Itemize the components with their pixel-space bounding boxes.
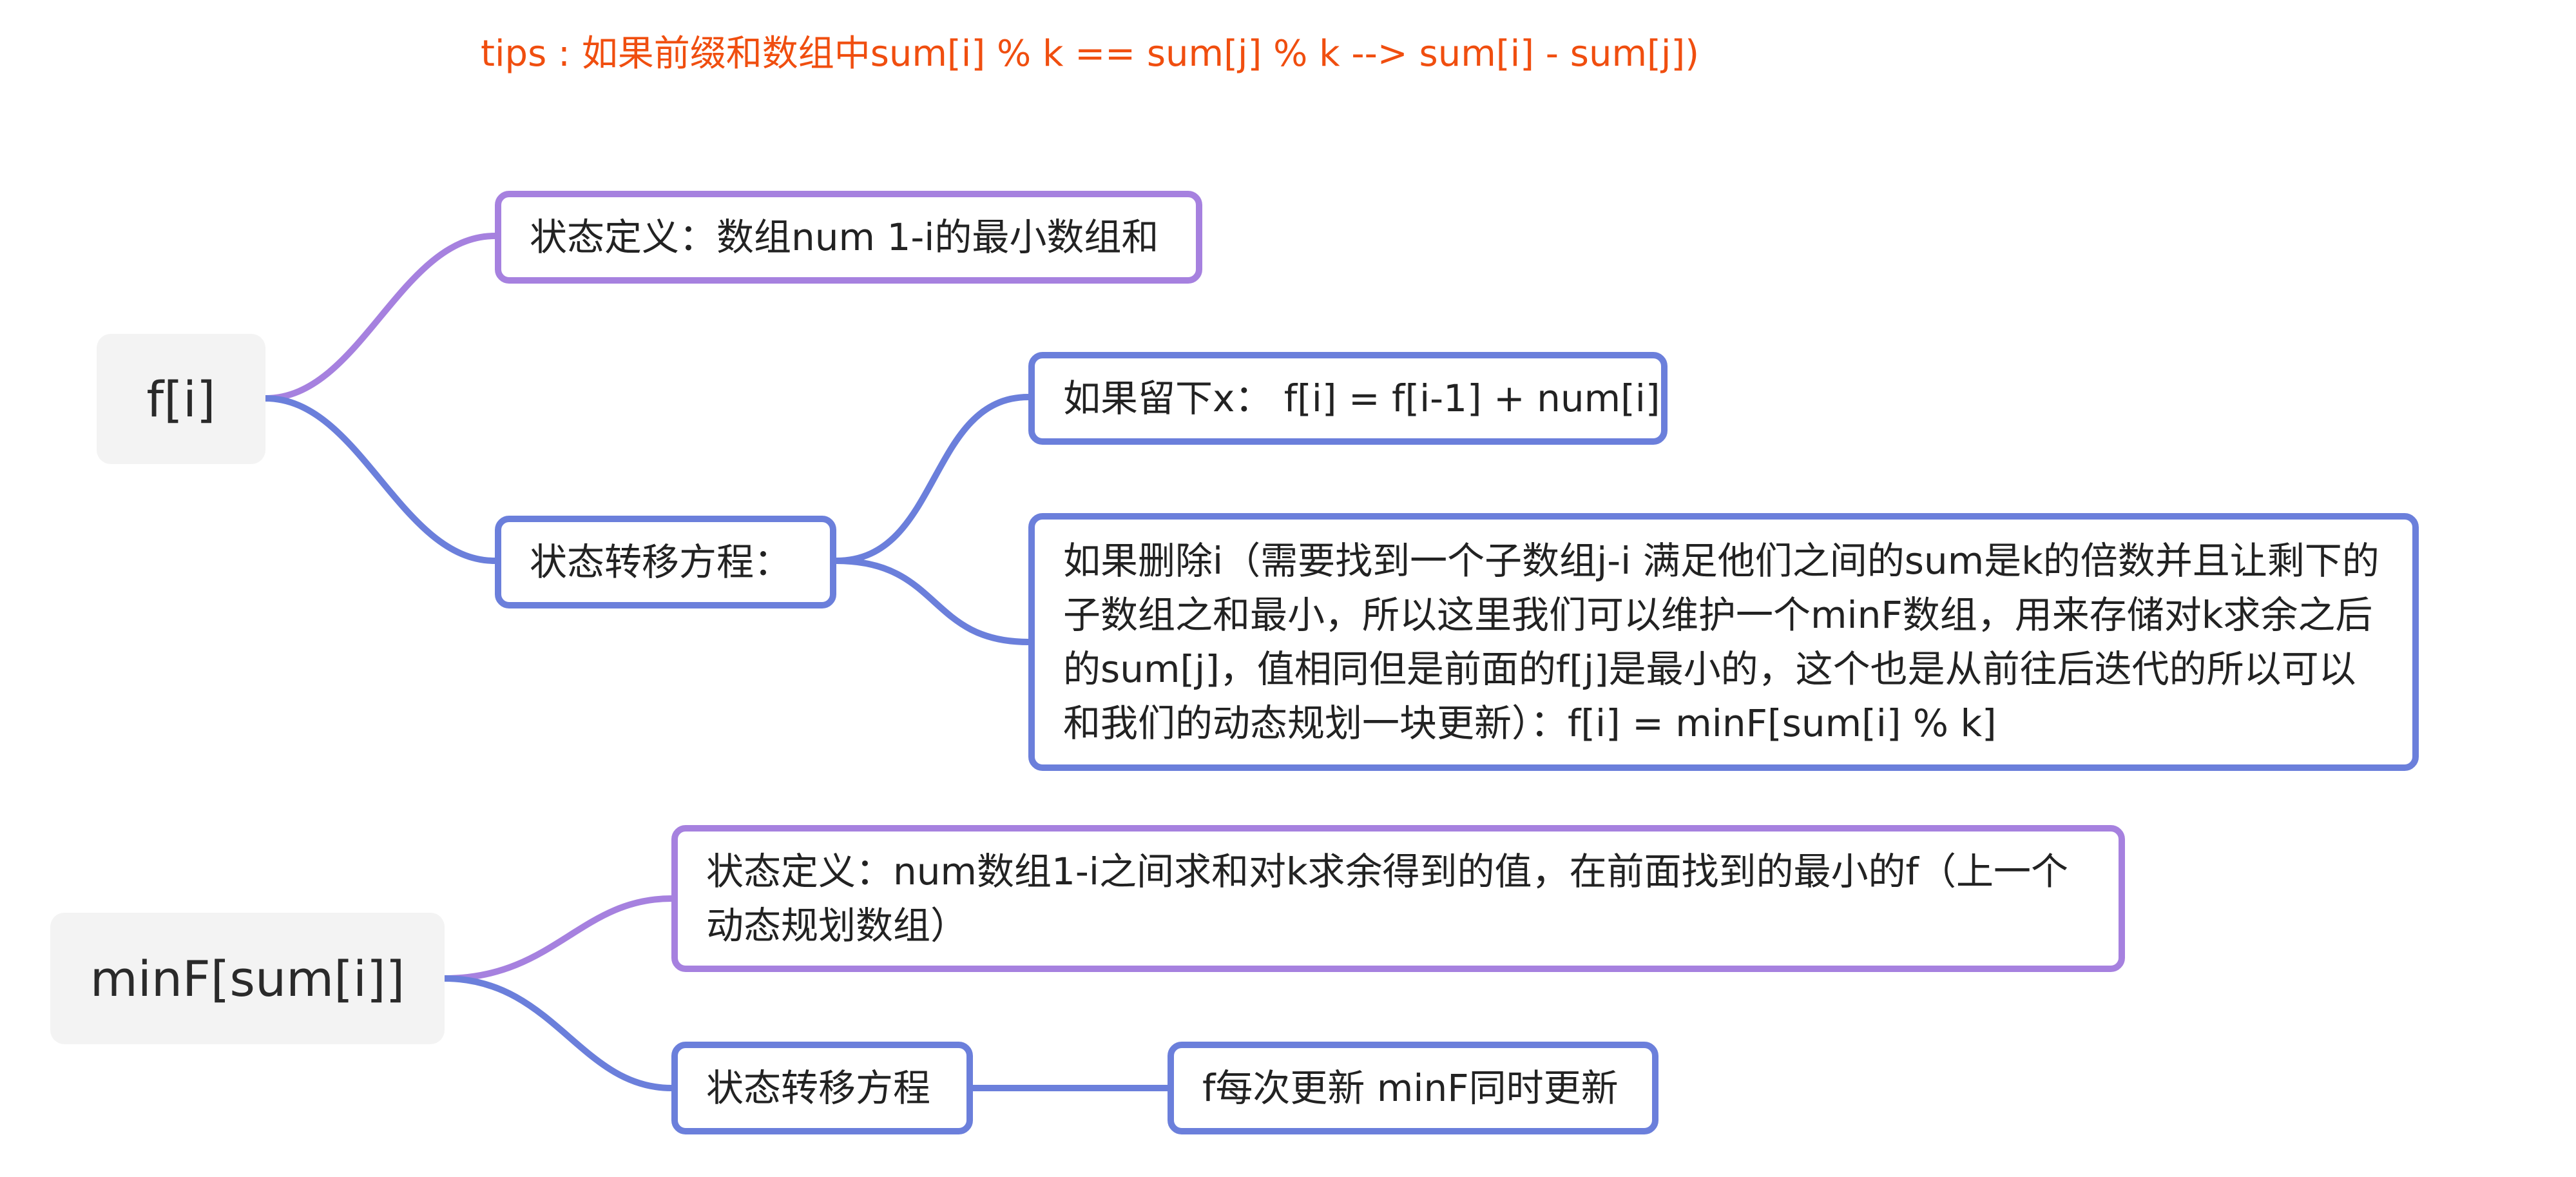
connector-f-transition xyxy=(262,395,498,564)
connector-transition-keep xyxy=(833,394,1032,564)
connector-f-definition xyxy=(262,233,498,402)
root-node-minf[interactable]: minF[sum[i]] xyxy=(50,913,445,1044)
connector-minf-definition xyxy=(441,895,675,982)
node-minf-update-text: f每次更新 minF同时更新 xyxy=(1202,1066,1619,1110)
node-f-transition[interactable]: 状态转移方程： xyxy=(495,516,836,608)
connector-transition-delete xyxy=(833,558,1032,645)
node-minf-definition-text: 状态定义：num数组1-i之间求和对k求余得到的值，在前面找到的最小的f（上一个… xyxy=(706,850,2068,948)
node-minf-update[interactable]: f每次更新 minF同时更新 xyxy=(1168,1042,1658,1134)
root-node-f-label: f[i] xyxy=(146,370,216,428)
node-f-transition-text: 状态转移方程： xyxy=(530,540,792,584)
node-f-delete[interactable]: 如果删除i（需要找到一个子数组j-i 满足他们之间的sum是k的倍数并且让剩下的… xyxy=(1028,513,2419,771)
tips-text: tips : 如果前缀和数组中sum[i] % k == sum[j] % k … xyxy=(481,33,1700,75)
node-f-definition[interactable]: 状态定义：数组num 1-i的最小数组和 xyxy=(495,191,1202,284)
node-minf-transition[interactable]: 状态转移方程 xyxy=(671,1042,973,1134)
node-f-delete-text: 如果删除i（需要找到一个子数组j-i 满足他们之间的sum是k的倍数并且让剩下的… xyxy=(1063,539,2379,745)
root-node-minf-label: minF[sum[i]] xyxy=(90,949,405,1007)
node-f-keep[interactable]: 如果留下x： f[i] = f[i-1] + num[i] xyxy=(1028,352,1668,445)
root-node-f[interactable]: f[i] xyxy=(97,334,265,464)
node-f-definition-text: 状态定义：数组num 1-i的最小数组和 xyxy=(530,215,1159,259)
connector-minf-transition xyxy=(441,975,675,1091)
node-minf-transition-text: 状态转移方程 xyxy=(706,1066,931,1110)
node-minf-definition[interactable]: 状态定义：num数组1-i之间求和对k求余得到的值，在前面找到的最小的f（上一个… xyxy=(671,825,2125,972)
node-f-keep-text: 如果留下x： f[i] = f[i-1] + num[i] xyxy=(1063,376,1660,420)
